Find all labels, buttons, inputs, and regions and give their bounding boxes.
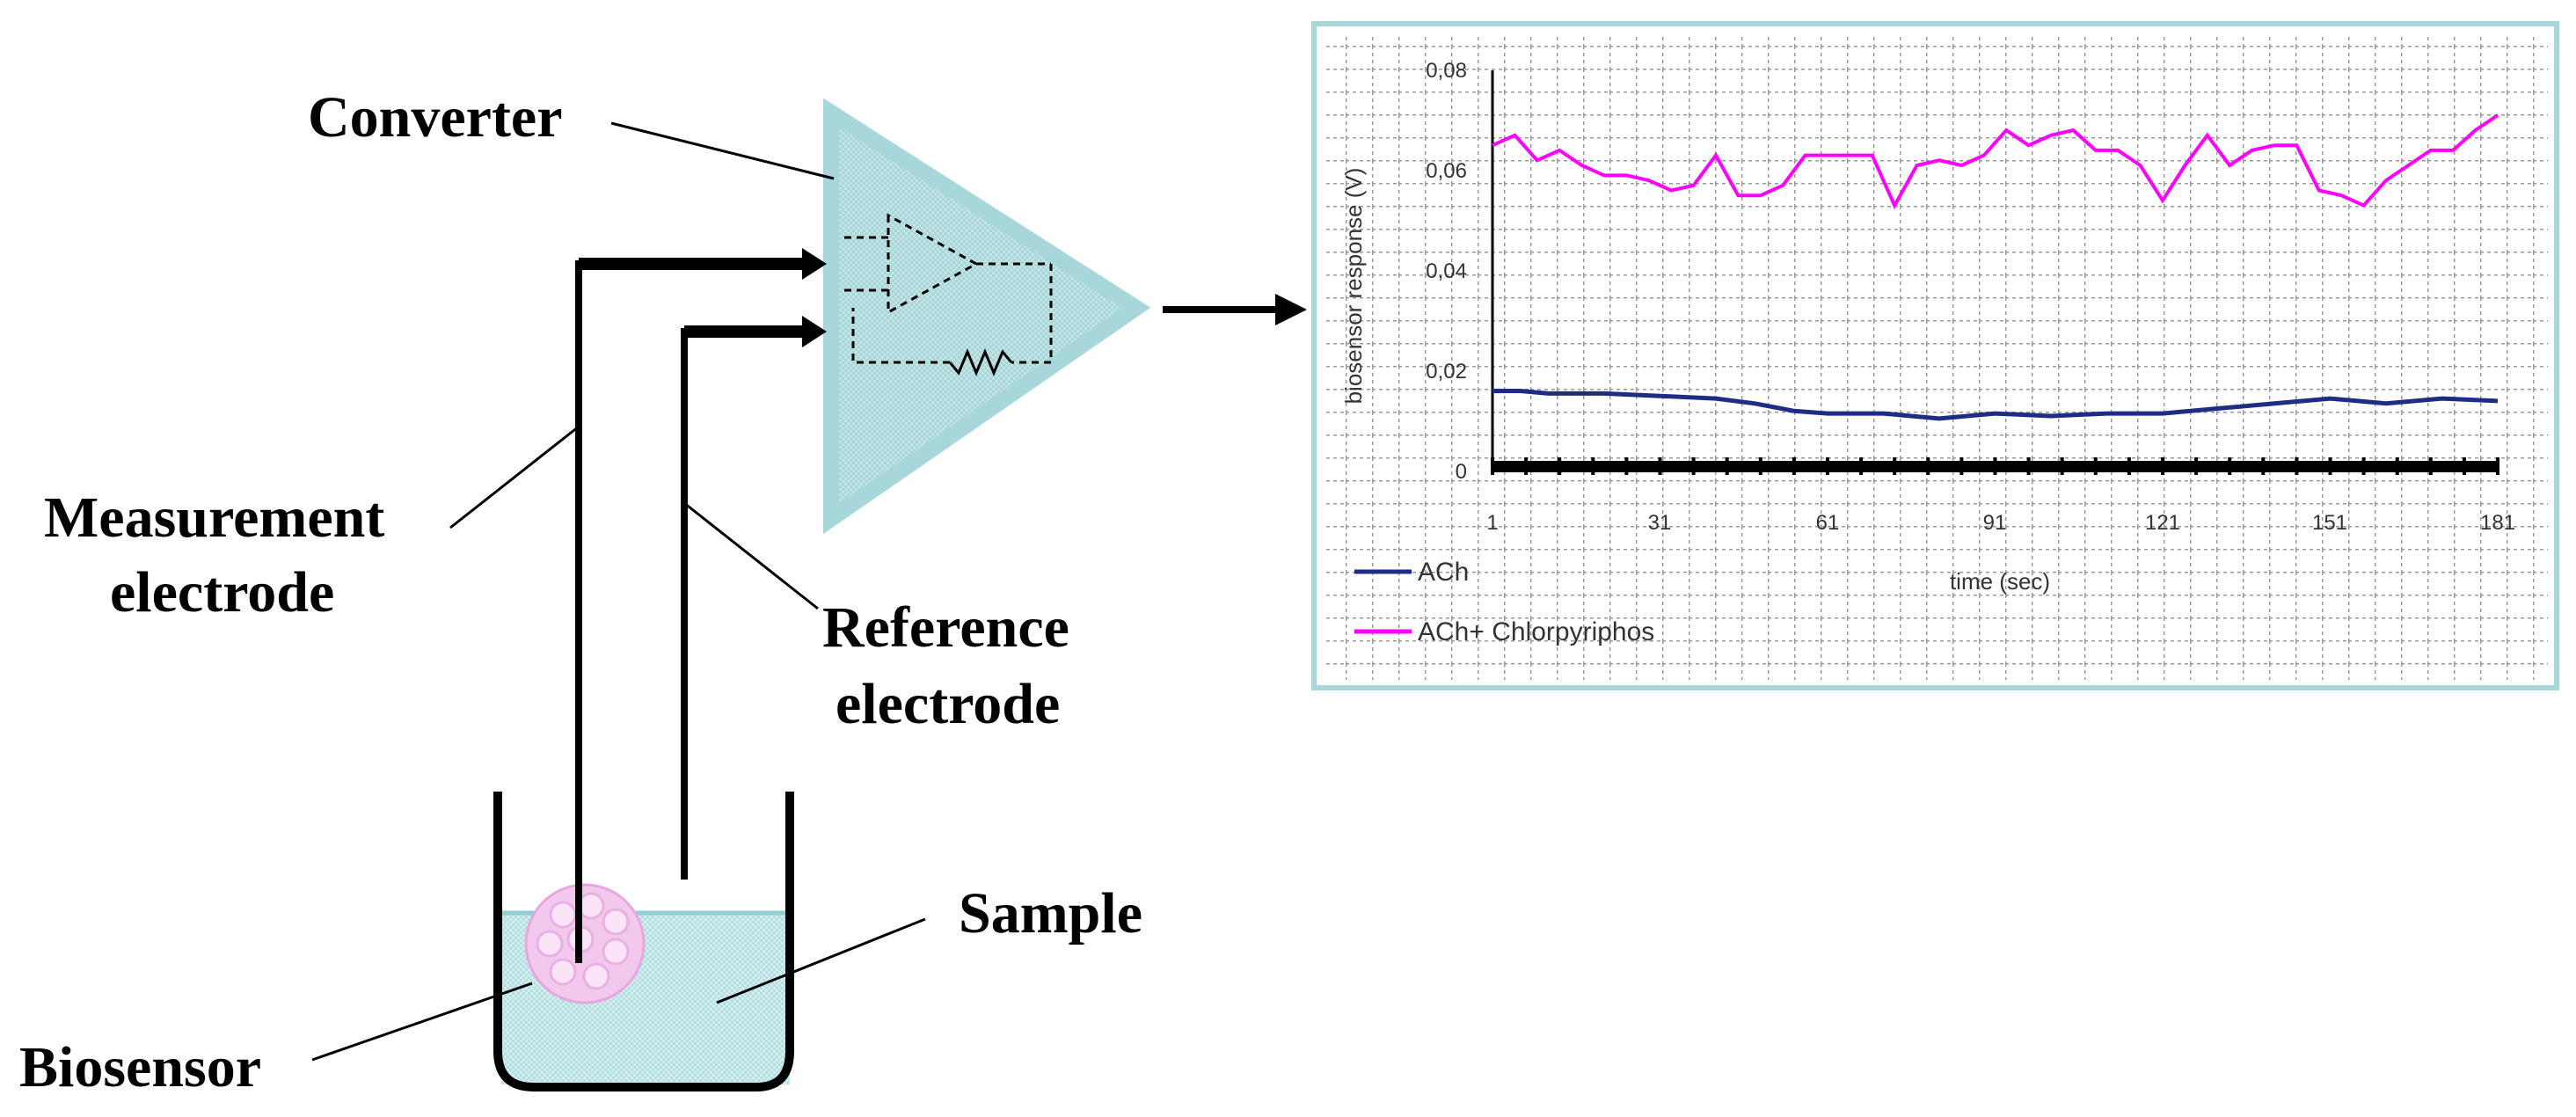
x-tick-label: 91 (1983, 511, 2007, 535)
measurement-electrode-label-line2: electrode (110, 560, 334, 624)
output-arrow (1163, 294, 1307, 325)
beaker-wall (493, 792, 794, 1091)
x-tick-label: 1 (1486, 511, 1498, 535)
converter-leader-line (610, 121, 835, 180)
measurement-leader-line (449, 425, 580, 529)
x-tick-labels: 1 31 61 91 121 151 181 (1486, 511, 2515, 535)
reference-leader-line (683, 501, 819, 610)
biosensor-bead (524, 880, 646, 1004)
op-amp-schematic (844, 213, 1053, 376)
y-tick-label: 0,06 (1426, 159, 1467, 183)
y-tick-label: 0,04 (1426, 259, 1467, 283)
series-line-ach (1492, 389, 2499, 421)
x-axis-title: time (sec) (1950, 568, 2050, 595)
measurement-electrode-label-line1: Measurement (44, 485, 384, 550)
legend-label-ach-chlorpyriphos: ACh+ Chlorpyriphos (1418, 617, 1654, 646)
response-chart: biosensor response (V) 0 0,02 0,04 0,06 … (1311, 21, 2559, 690)
sample-label: Sample (959, 881, 1142, 945)
y-tick-labels: 0 0,02 0,04 0,06 0,08 (1426, 59, 1467, 484)
reference-electrode-label-line2: electrode (836, 672, 1060, 736)
chart-grid (1324, 33, 2548, 680)
y-tick-label: 0 (1456, 460, 1467, 484)
reference-electrode-label-line1: Reference (822, 595, 1069, 660)
biosensor-leader-line (311, 982, 533, 1062)
measurement-electrode-wire (575, 248, 827, 880)
y-tick-label: 0,08 (1426, 59, 1467, 83)
y-tick-label: 0,02 (1426, 360, 1467, 383)
converter (823, 98, 1151, 535)
reference-electrode-wire (681, 316, 827, 880)
legend-label-ach: ACh (1418, 558, 1469, 587)
sample-leader-line (716, 917, 926, 1004)
x-tick-label: 61 (1816, 511, 1840, 535)
x-tick-label: 121 (2145, 511, 2180, 535)
y-axis-title: biosensor response (V) (1340, 168, 1367, 405)
x-axis-ticks (1491, 457, 2499, 475)
chart-legend: ACh ACh+ Chlorpyriphos (1354, 558, 1654, 646)
x-tick-label: 31 (1648, 511, 1672, 535)
x-tick-label: 181 (2480, 511, 2515, 535)
series-line-ach-chlorpyriphos (1492, 113, 2499, 210)
x-tick-label: 151 (2312, 511, 2347, 535)
converter-triangle (823, 98, 1151, 535)
biosensor-label: Biosensor (19, 1035, 261, 1099)
converter-label: Converter (308, 85, 563, 150)
